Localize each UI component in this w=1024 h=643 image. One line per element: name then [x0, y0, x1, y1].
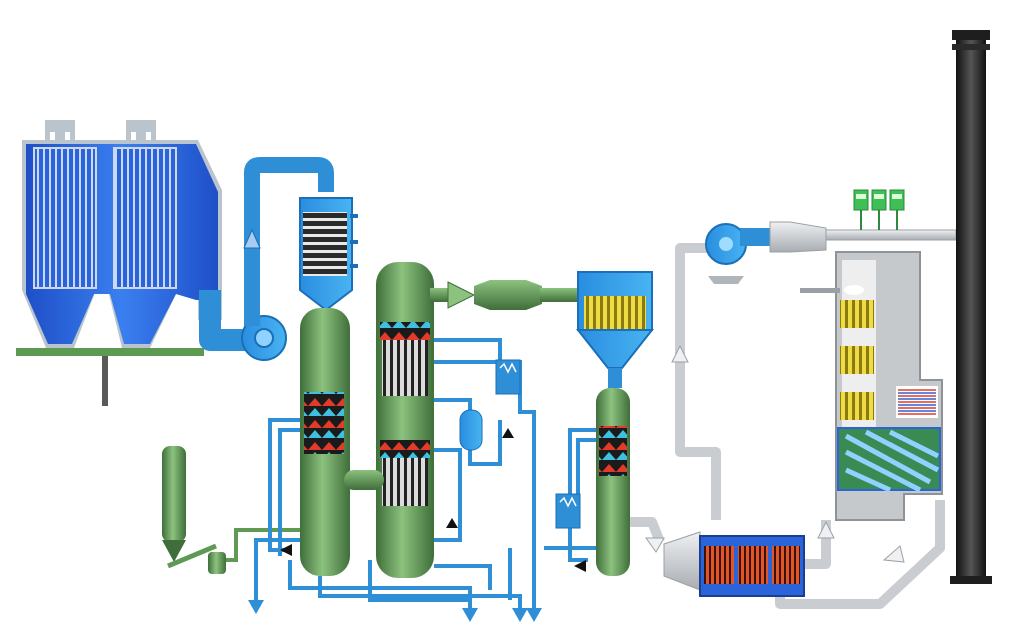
heat-exchanger-icon	[555, 493, 581, 529]
arrow-icon	[882, 545, 905, 563]
precipitator-base	[16, 348, 204, 356]
analyzer-icon	[853, 189, 905, 230]
absorber-column-icon	[300, 308, 350, 576]
arrow-icon	[280, 544, 292, 556]
electrostatic-precipitator-icon	[16, 120, 222, 406]
arrow-icon	[462, 608, 478, 622]
fan-icon	[705, 223, 770, 284]
column-connector	[344, 470, 384, 490]
pipe-stripper-to-reactor	[430, 280, 582, 310]
small-vessels	[459, 359, 581, 529]
blower-icon	[241, 315, 287, 361]
recuperator-icon	[663, 531, 805, 597]
arrow-icon	[502, 428, 514, 438]
arrow-icon	[817, 520, 835, 539]
arrow-icon	[526, 608, 542, 622]
heat-exchanger-icon	[495, 359, 521, 395]
arrow-icon	[248, 600, 264, 614]
arrow-icon	[574, 560, 586, 572]
arrow-icon	[243, 228, 261, 249]
precipitator-support-leg	[102, 356, 108, 406]
liquid-piping	[254, 338, 596, 610]
chimney-stack-icon	[950, 30, 992, 584]
liquid-flow-arrows	[248, 600, 542, 622]
furnace-icon	[800, 251, 943, 521]
check-valve-markers	[280, 428, 586, 572]
arrow-icon	[671, 344, 689, 363]
duct-to-blower	[199, 290, 250, 351]
catalytic-reactor-icon	[575, 271, 655, 388]
arrow-icon	[446, 518, 458, 528]
heat-exchanger-icon	[299, 197, 358, 312]
arrow-icon	[512, 608, 528, 622]
gas-flow-arrows	[645, 344, 905, 563]
arrow-icon	[645, 537, 665, 553]
pipe-blower-to-exchanger	[243, 157, 334, 326]
scrubber-column-icon	[596, 388, 630, 576]
cyclone-icon	[162, 446, 300, 574]
duct-fan-to-stack	[769, 221, 957, 253]
stripper-column-icon	[376, 262, 434, 578]
